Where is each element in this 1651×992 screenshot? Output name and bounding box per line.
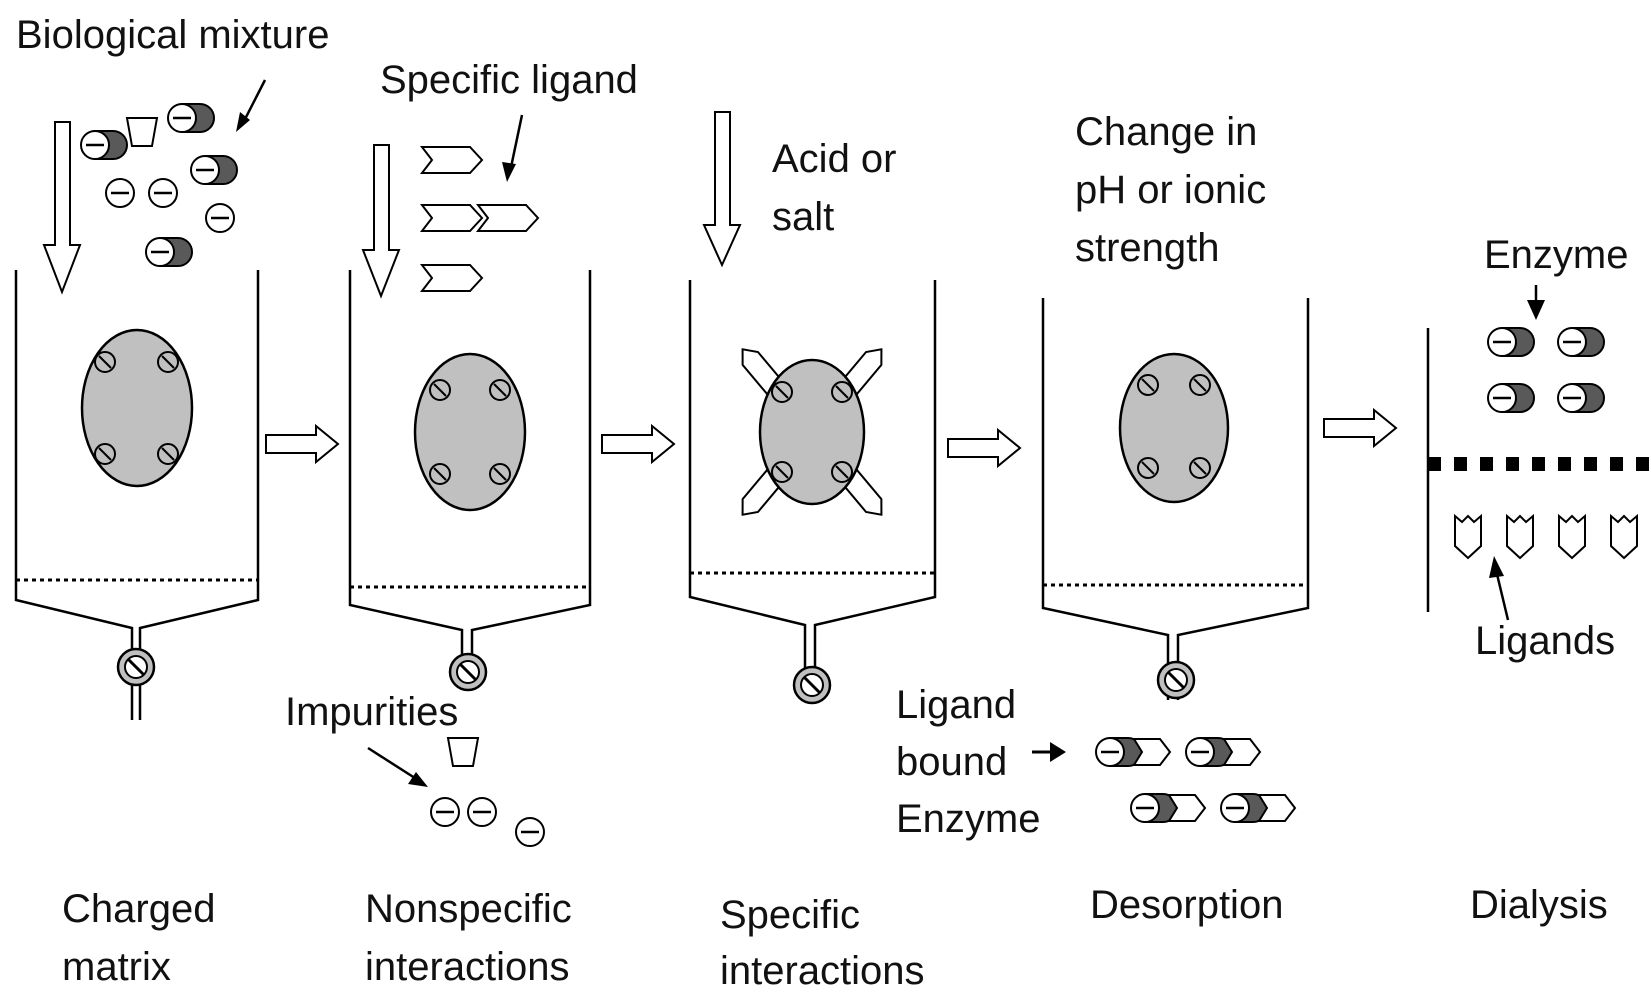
label-ligand-bound-1: Ligand [896,683,1016,727]
label-ligand-bound-2: bound [896,740,1007,784]
column-1 [16,80,265,720]
label-impurities: Impurities [285,690,458,734]
column-2 [350,115,590,846]
dialysis-panel [1428,285,1651,620]
step-3-line2: interactions [720,949,925,992]
step-2-line1: Nonspecific [365,887,572,931]
step-1-line1: Charged [62,887,215,931]
label-acid-or-salt-1: Acid or [772,137,897,181]
valve-icon [118,649,154,685]
label-enzyme: Enzyme [1484,233,1629,277]
label-change-1: Change in [1075,110,1257,154]
step-5-line1: Dialysis [1470,883,1608,927]
process-arrow-icon [948,430,1020,466]
process-arrow-icon [1324,410,1396,446]
label-acid-or-salt-2: salt [772,195,834,239]
step-2-line2: interactions [365,945,570,989]
label-ligand-bound-3: Enzyme [896,797,1041,841]
process-arrow-icon [602,426,674,462]
step-3-line1: Specific [720,893,860,937]
step-1-line2: matrix [62,945,171,989]
label-specific-ligand: Specific ligand [380,58,638,102]
label-change-3: strength [1075,226,1220,270]
process-arrow-icon [266,426,338,462]
label-change-2: pH or ionic [1075,168,1266,212]
column-4 [1032,298,1308,822]
down-arrow-icon [44,122,80,292]
label-ligands: Ligands [1475,619,1615,663]
label-biological-mixture: Biological mixture [16,13,329,57]
step-4-line1: Desorption [1090,883,1283,927]
